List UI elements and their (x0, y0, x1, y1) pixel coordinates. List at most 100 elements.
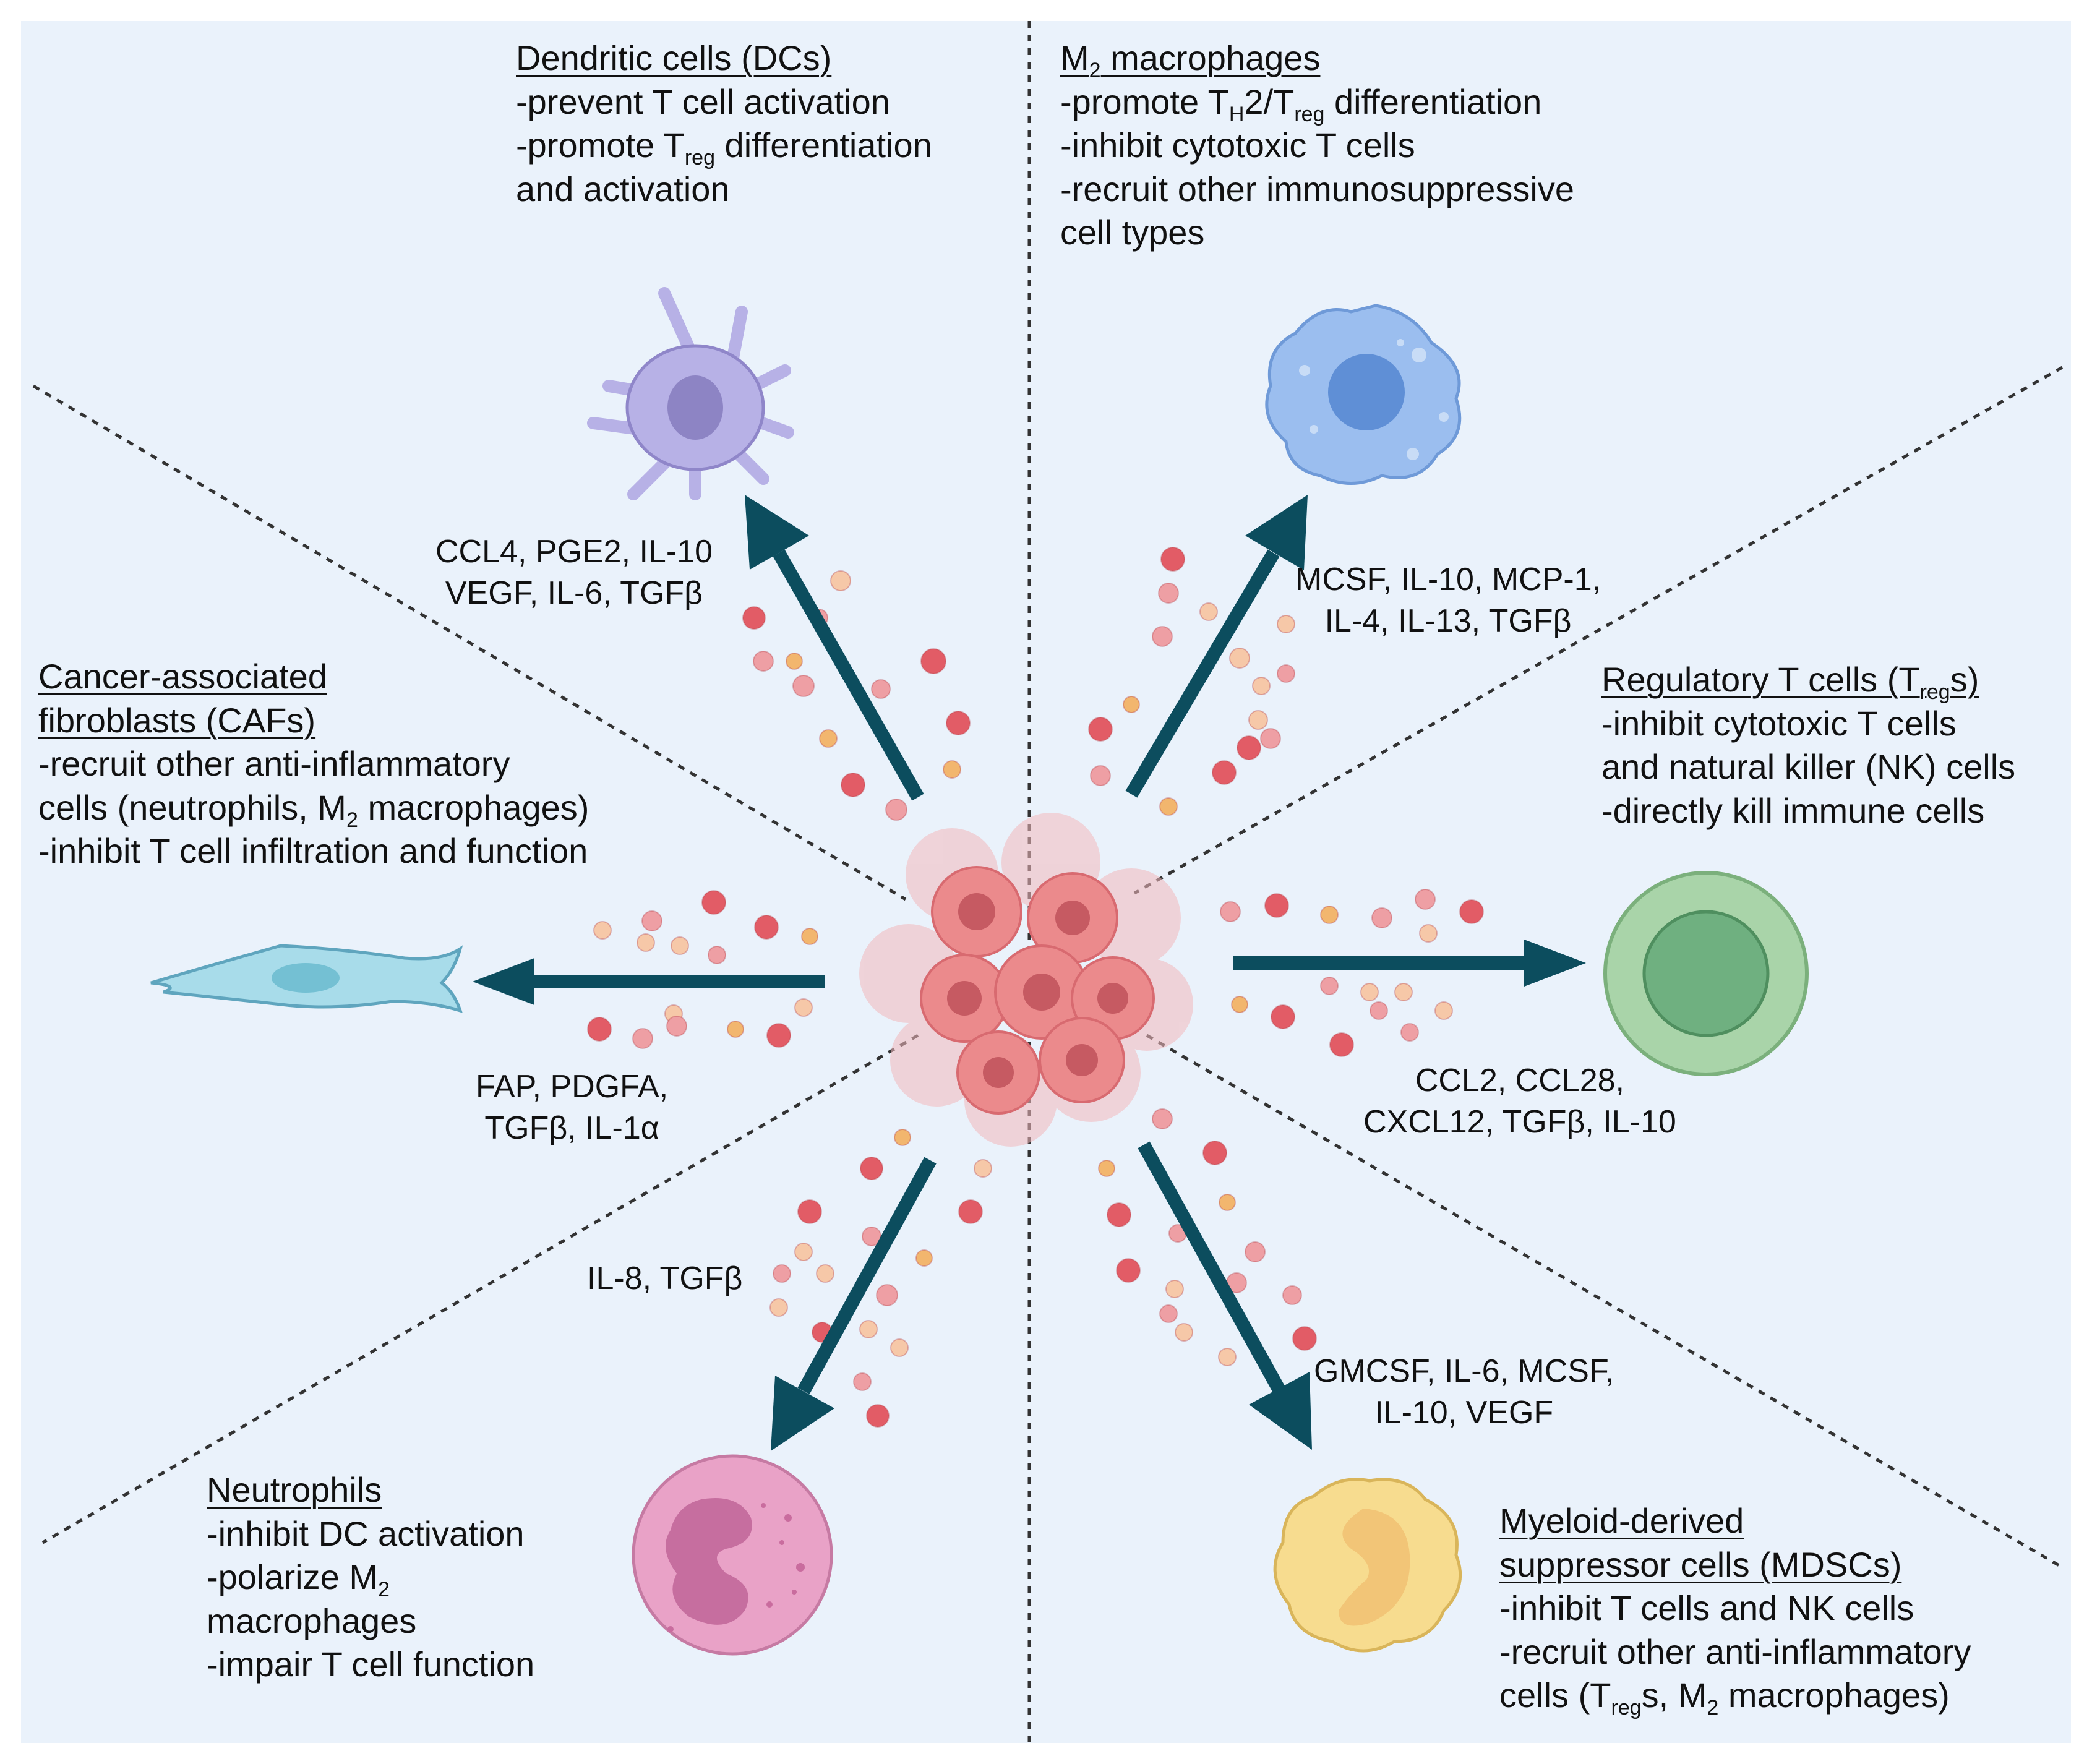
cytokine-dot (1219, 1194, 1236, 1211)
cytokine-dot (1252, 677, 1271, 695)
cytokine-dot (915, 1249, 933, 1267)
neutrophil-description: Neutrophils -inhibit DC activation -pola… (207, 1468, 534, 1687)
cytokine-dot (801, 928, 818, 945)
cytokine-dot (1371, 907, 1392, 928)
caf-factors: FAP, PDGFA,TGFβ, IL-1α (476, 1069, 669, 1146)
diagram-canvas: Dendritic cells (DCs) -prevent T cell ac… (21, 21, 2071, 1743)
dc-title: Dendritic cells (DCs) (516, 38, 832, 77)
cytokine-dot (1248, 710, 1268, 730)
cytokine-dot (1229, 648, 1250, 669)
divider-diagonal-c (1133, 366, 2064, 895)
cytokine-dot (666, 1016, 687, 1037)
cytokine-dot (742, 606, 766, 630)
neutrophil-factors: IL-8, TGFβ (587, 1261, 743, 1296)
m2-line-1: -promote TH2/Treg differentiation (1060, 82, 1542, 126)
cytokine-dot (1434, 1001, 1453, 1020)
fibroblast-icon (150, 944, 463, 1013)
arrows (473, 495, 1586, 1451)
arrow-to-dc (745, 495, 924, 801)
cytokine-dot (1400, 1023, 1419, 1042)
cytokine-dot (841, 773, 865, 797)
cytokine-dot (792, 675, 815, 697)
cytokine-dot (1218, 1348, 1237, 1366)
cytokine-dot (1282, 1285, 1302, 1305)
cytokine-dot (1152, 1108, 1173, 1129)
caf-description: Cancer-associated fibroblasts (CAFs) -re… (38, 655, 589, 873)
cytokine-dot (632, 1028, 653, 1049)
m2-macrophage-icon (1265, 304, 1462, 485)
cytokine-dot (671, 936, 689, 955)
treg-line-1: -inhibit cytotoxic T cells (1601, 703, 1957, 743)
mdsc-title-2: suppressor cells (MDSCs) (1499, 1544, 1902, 1584)
mdsc-description: Myeloid-derived suppressor cells (MDSCs)… (1499, 1499, 1971, 1719)
m2-line-3: -recruit other immunosuppressive (1060, 169, 1574, 208)
caf-line-2: cells (neutrophils, M2 macrophages) (38, 787, 589, 832)
cytokine-dot (1419, 924, 1438, 943)
caf-title-1: Cancer-associated (38, 657, 327, 696)
cytokine-dot (1292, 1326, 1317, 1351)
treg-factors: CCL2, CCL28,CXCL12, TGFβ, IL-10 (1363, 1063, 1676, 1140)
cytokine-dot (1212, 760, 1237, 785)
cytokine-dot (920, 648, 946, 674)
cytokine-dot (587, 1017, 612, 1042)
arrow-to-neutrophil (771, 1157, 937, 1451)
treg-description: Regulatory T cells (Tregs) -inhibit cyto… (1601, 658, 2015, 833)
m2-line-2: -inhibit cytotoxic T cells (1060, 126, 1415, 165)
cytokine-dot (876, 1284, 898, 1306)
caf-line-3: -inhibit T cell infiltration and functio… (38, 831, 588, 871)
cytokine-dot (1277, 664, 1295, 683)
cytokine-dot (819, 729, 838, 748)
cytokine-dot (794, 1243, 813, 1261)
cytokine-dot (637, 933, 655, 952)
cytokine-dot (1320, 977, 1339, 995)
caf-line-1: -recruit other anti-inflammatory (38, 744, 510, 784)
arrow-to-caf (473, 958, 825, 1005)
cytokine-dot (866, 1404, 890, 1428)
dc-description: Dendritic cells (DCs) -prevent T cell ac… (516, 36, 932, 211)
neutrophil-line-3: macrophages (207, 1601, 417, 1640)
mdsc-line-2: -recruit other anti-inflammatory (1499, 1632, 1971, 1671)
cytokine-dot (1159, 797, 1178, 816)
treg-line-3: -directly kill immune cells (1601, 790, 1985, 830)
cytokine-dot (1090, 765, 1111, 786)
cytokine-dot (753, 651, 774, 672)
cytokine-dot (830, 570, 851, 591)
cytokine-dot (1199, 602, 1218, 621)
arrow-to-treg (1233, 940, 1586, 987)
cytokine-dot (1459, 899, 1484, 924)
cytokine-dot (1260, 728, 1281, 749)
cytokine-dot (773, 1264, 791, 1283)
mdsc-icon (1273, 1478, 1462, 1653)
cytokine-dot (1231, 996, 1248, 1013)
cytokine-dot (1370, 1001, 1388, 1020)
dc-line-2: -promote Treg differentiation (516, 126, 932, 170)
cytokine-dot (1175, 1323, 1193, 1342)
cytokine-dot (1123, 696, 1140, 713)
cytokine-dot (1116, 1258, 1141, 1283)
cytokine-dot (1152, 626, 1173, 647)
cytokine-dot (1320, 906, 1339, 924)
cytokine-dot (754, 915, 779, 940)
caf-title-2: fibroblasts (CAFs) (38, 700, 316, 740)
cytokine-dot (974, 1159, 992, 1178)
cytokine-dot (641, 910, 662, 931)
neutrophil-line-1: -inhibit DC activation (207, 1514, 525, 1553)
arrow-to-mdsc (1138, 1141, 1312, 1450)
regulatory-t-cell-icon (1603, 871, 1809, 1076)
neutrophil-icon (632, 1454, 833, 1656)
cytokine-dot (794, 998, 813, 1017)
cytokine-dot (859, 1320, 878, 1338)
cytokine-dot (816, 1264, 834, 1283)
cytokine-dot (1245, 1241, 1266, 1262)
cytokine-dot (853, 1372, 872, 1391)
cytokine-dot (1098, 1160, 1115, 1177)
m2-factors: MCSF, IL-10, MCP-1,IL-4, IL-13, TGFβ (1295, 562, 1601, 639)
m2-description: M2 macrophages -promote TH2/Treg differe… (1060, 36, 1574, 255)
tumor-cell-cluster-icon (859, 813, 1193, 1147)
dc-line-1: -prevent T cell activation (516, 82, 890, 121)
cytokine-dot (860, 1157, 883, 1180)
cytokine-dot (1088, 717, 1113, 742)
cytokine-dot (786, 653, 803, 670)
cytokine-dot (708, 946, 726, 964)
